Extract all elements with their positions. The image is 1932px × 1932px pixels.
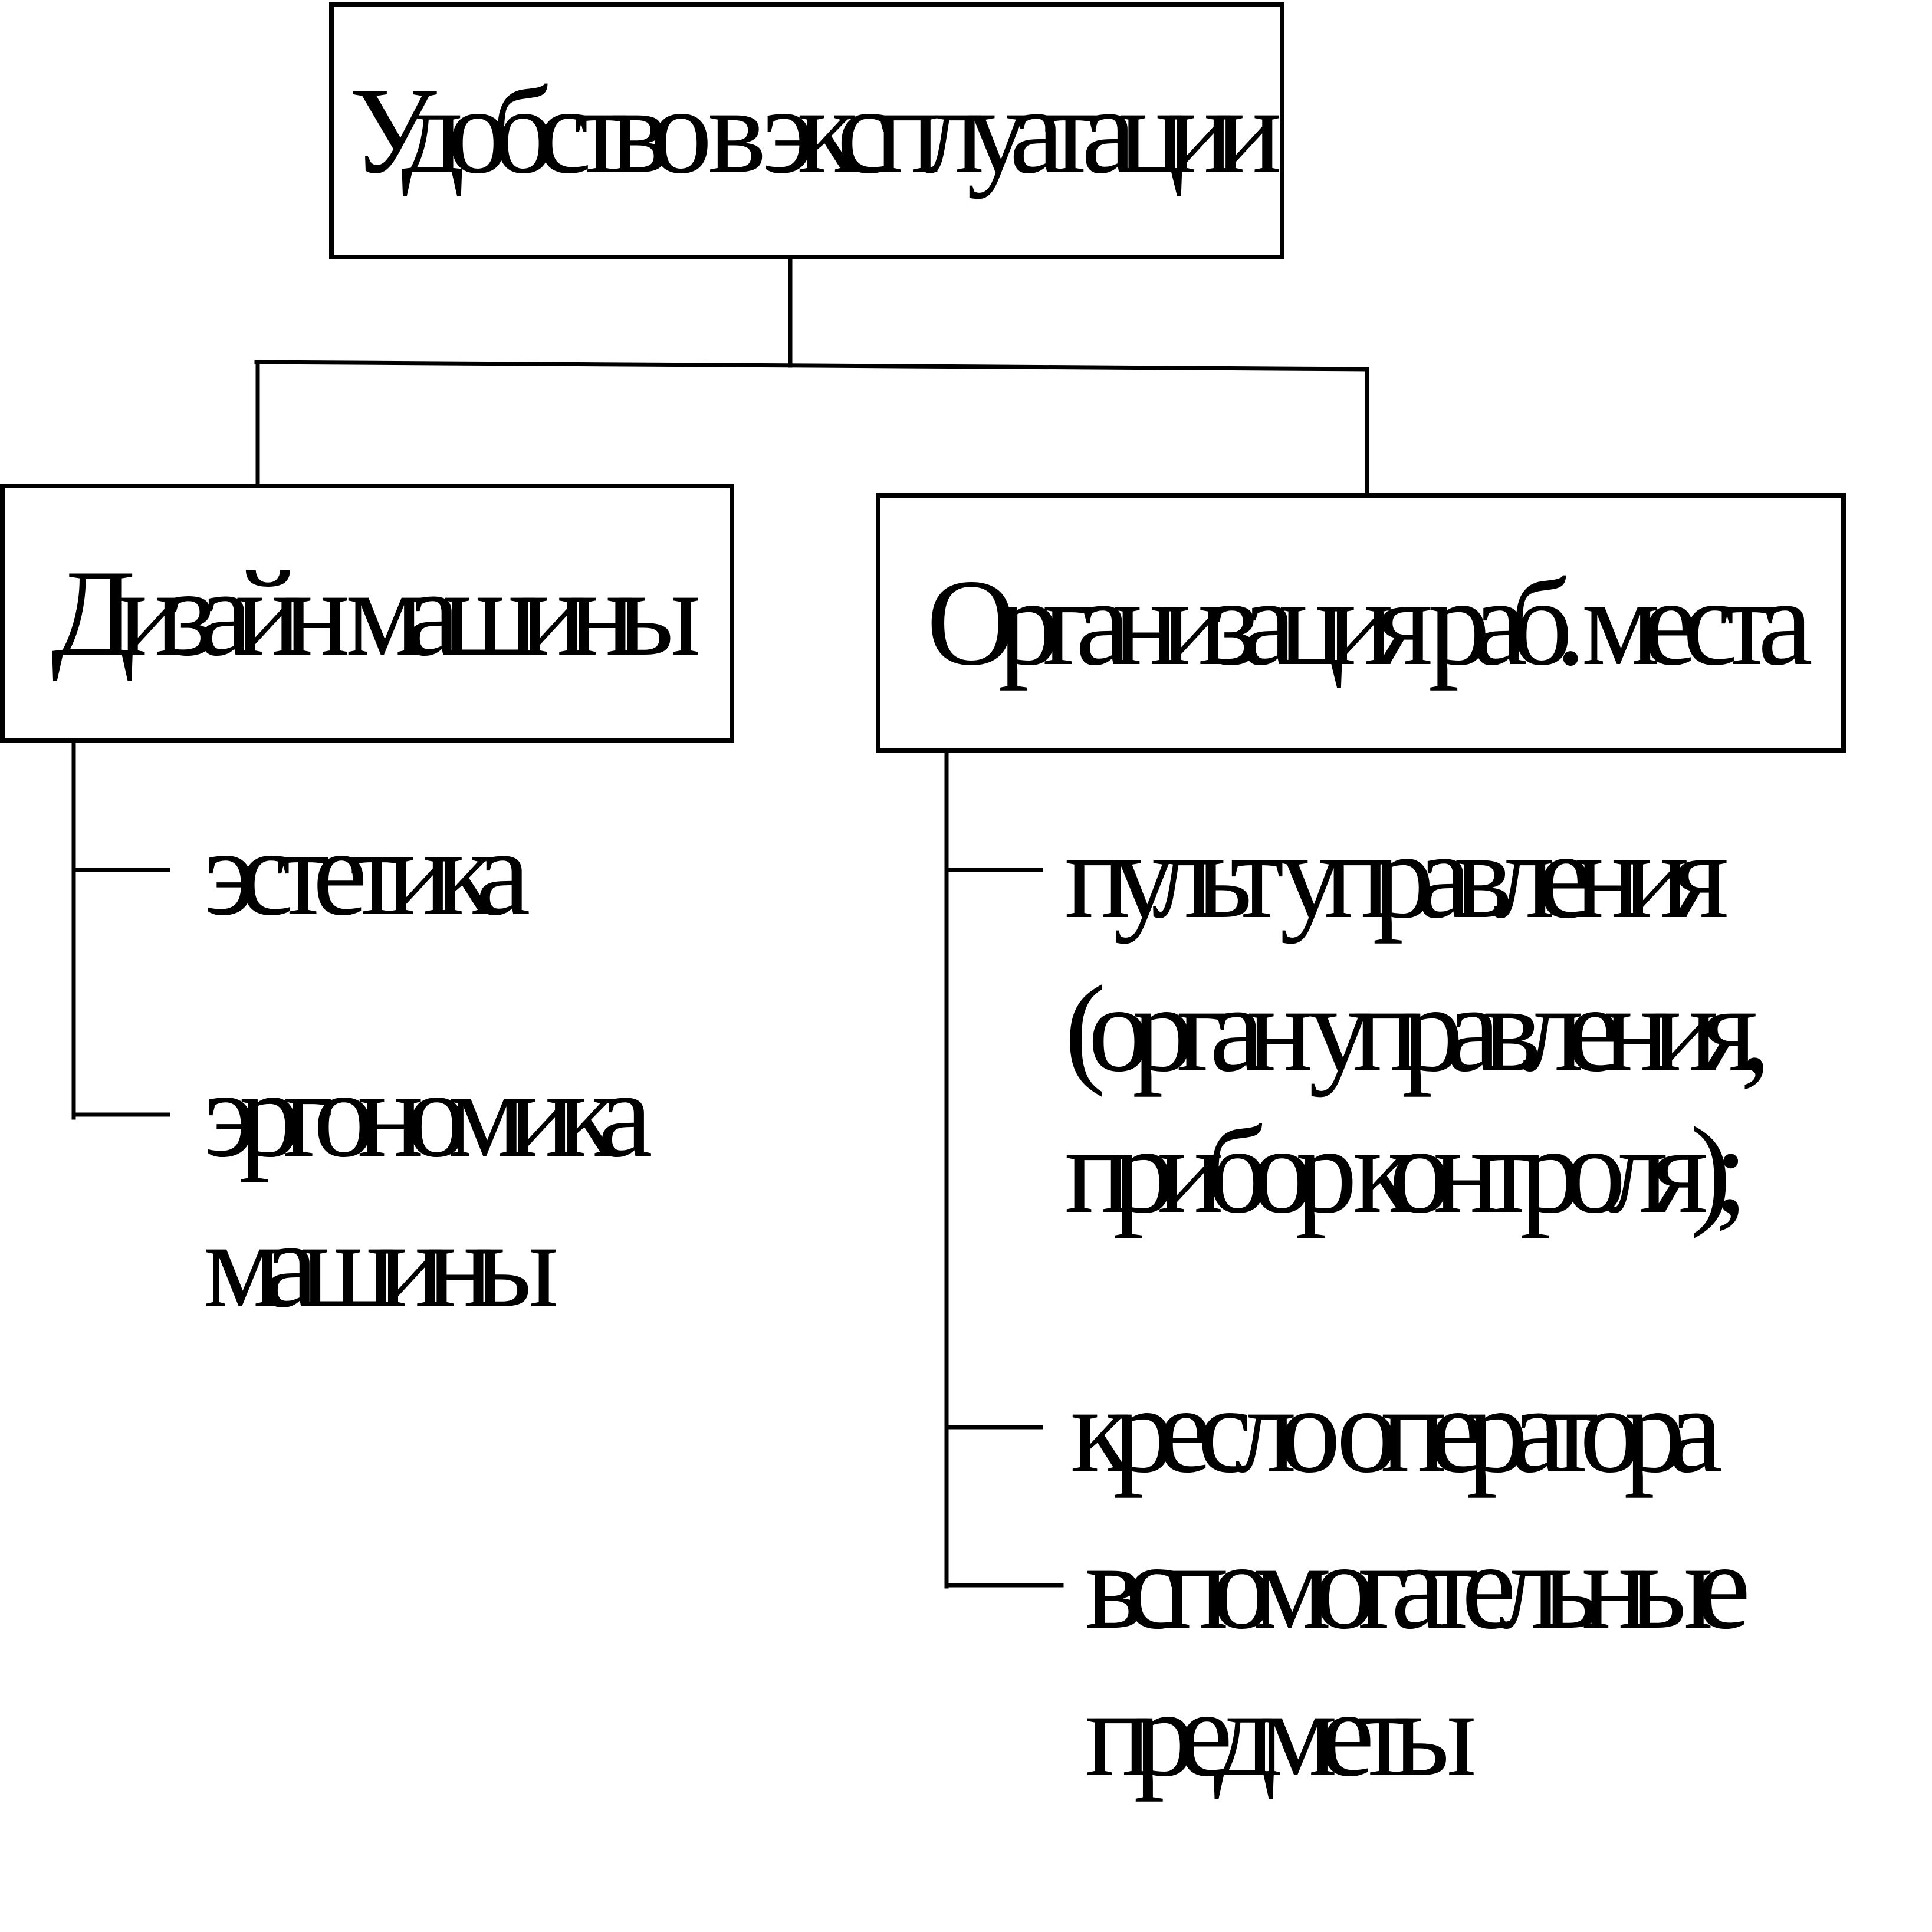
branch-1-label: Дизайн машины — [51, 545, 701, 682]
branch-bus-line — [254, 360, 1369, 372]
branch-2-item-1-line-2: (орган управления, — [1064, 961, 1771, 1098]
branch-1-box: Дизайн машины — [0, 484, 734, 743]
branch-1-item-2-line-2: машины — [203, 1197, 558, 1333]
root-box: Удобство в эксплуатации — [329, 2, 1284, 259]
branch-2-item-3-line-1: вспомогательные — [1085, 1518, 1751, 1655]
branch-1-item-1-line-1: эстетика — [203, 804, 531, 941]
branch-2-box: Организация раб. места — [876, 493, 1846, 753]
branch-2-item-2-line-1: кресло оператора — [1070, 1362, 1723, 1499]
root-label: Удобство в эксплуатации — [349, 63, 1282, 199]
branch-2-label: Организация раб. места — [926, 554, 1813, 691]
branch-2-item-1-line-1: пульт управления — [1064, 807, 1729, 944]
branch-2-item-3-line-2: предметы — [1085, 1665, 1477, 1802]
branch-2-item-1-line-3: прибор контроля); — [1064, 1102, 1748, 1239]
branch-1-item-2-line-1: эргономика — [203, 1046, 653, 1183]
